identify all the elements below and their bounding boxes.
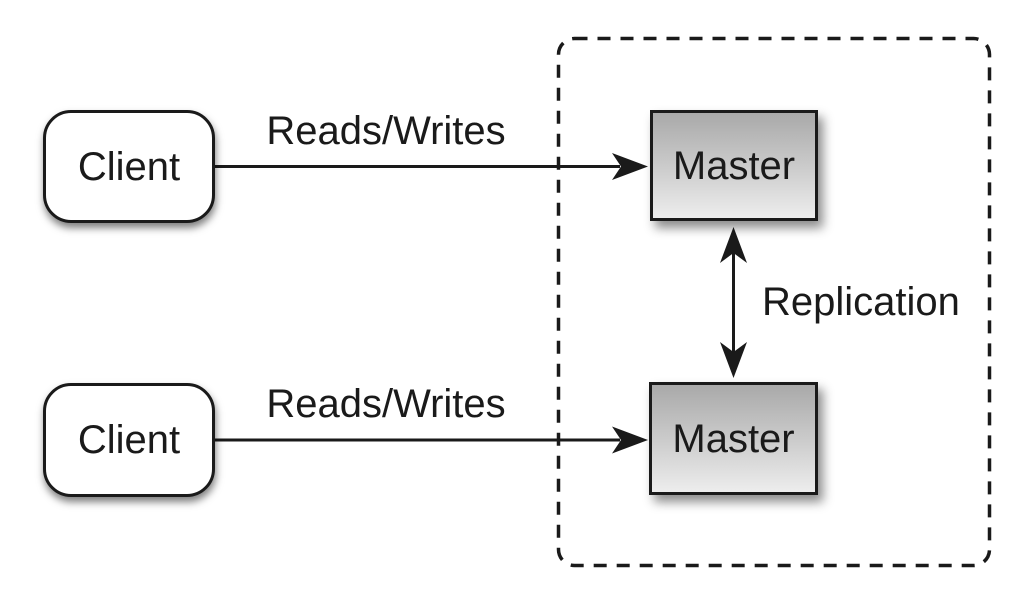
arrowhead-down-icon <box>720 342 747 378</box>
master-node-top: Master <box>650 110 818 221</box>
client-node-top: Client <box>43 110 215 223</box>
master-node-bottom-label: Master <box>672 416 795 461</box>
reads-writes-arrow-top <box>215 153 648 180</box>
edge-label-reads-writes-top: Reads/Writes <box>266 109 506 153</box>
master-node-top-label: Master <box>672 143 796 188</box>
arrowhead-right-icon <box>612 153 648 180</box>
replication-arrow <box>720 227 747 378</box>
client-node-bottom-label: Client <box>77 418 181 462</box>
arrowhead-up-icon <box>720 227 747 263</box>
client-node-top-label: Client <box>77 144 181 189</box>
edge-label-replication: Replication <box>762 280 960 324</box>
edge-label-reads-writes-bottom: Reads/Writes <box>266 382 506 426</box>
reads-writes-arrow-bottom <box>215 426 648 454</box>
client-node-bottom: Client <box>43 383 215 497</box>
arrowhead-right-icon <box>612 426 648 454</box>
master-node-bottom: Master <box>649 382 818 495</box>
